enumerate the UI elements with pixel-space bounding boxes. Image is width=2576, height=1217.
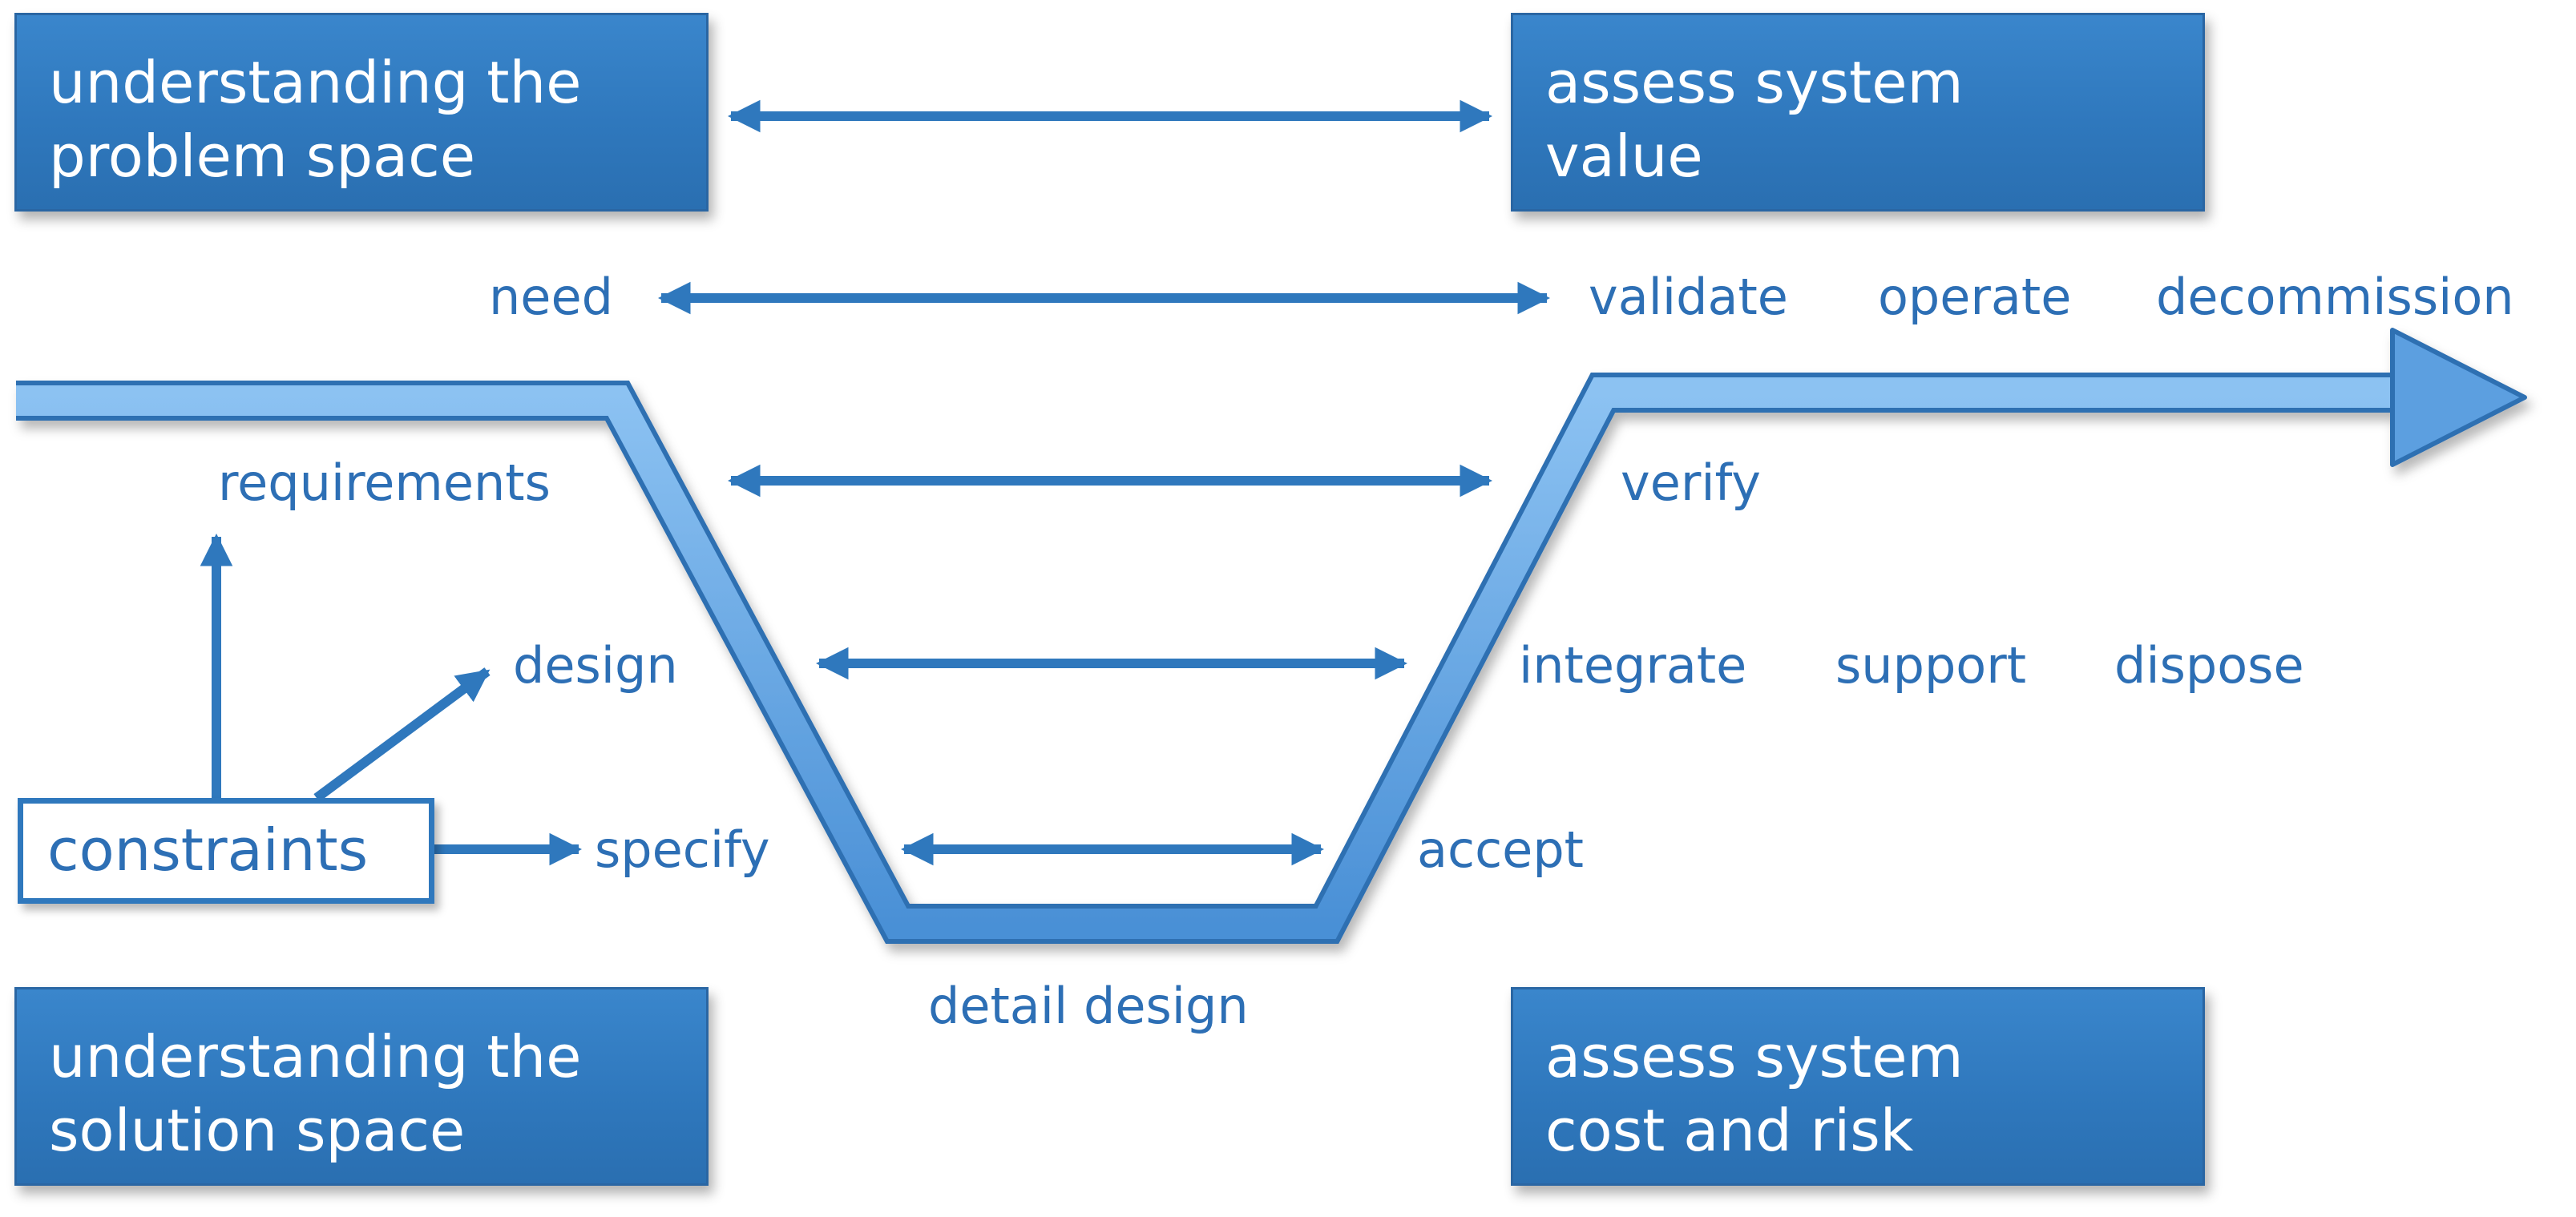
constraints-to-design-arrow [313,667,491,802]
operate-label: operate [1878,268,2072,326]
support-label: support [1835,636,2027,695]
design-label: design [513,636,678,695]
cost-risk-line2: cost and risk [1545,1097,1914,1164]
solution-space-line1: understanding the [49,1023,582,1090]
decommission-label: decommission [2156,268,2514,326]
system-value-line1: assess system [1545,49,1964,116]
system-value-line2: value [1545,123,1703,190]
specify-label: specify [595,820,770,879]
verify-label: verify [1621,453,1761,512]
detail-design-label: detail design [928,977,1249,1035]
requirements-label: requirements [218,453,551,512]
constraints-box: constraints [18,798,434,904]
system-value-box: assess system value [1511,13,2205,212]
problem-space-line2: problem space [49,123,476,190]
accept-label: accept [1417,820,1584,879]
cost-risk-line1: assess system [1545,1023,1964,1090]
solution-space-box: understanding the solution space [14,987,709,1186]
need-label: need [489,268,613,326]
validate-label: validate [1589,268,1788,326]
dispose-label: dispose [2114,636,2304,695]
cost-risk-box: assess system cost and risk [1511,987,2205,1186]
integrate-label: integrate [1519,636,1747,695]
solution-space-line2: solution space [49,1097,466,1164]
v-process-path [16,328,2527,944]
problem-space-box: understanding the problem space [14,13,709,212]
problem-space-line1: understanding the [49,49,582,116]
